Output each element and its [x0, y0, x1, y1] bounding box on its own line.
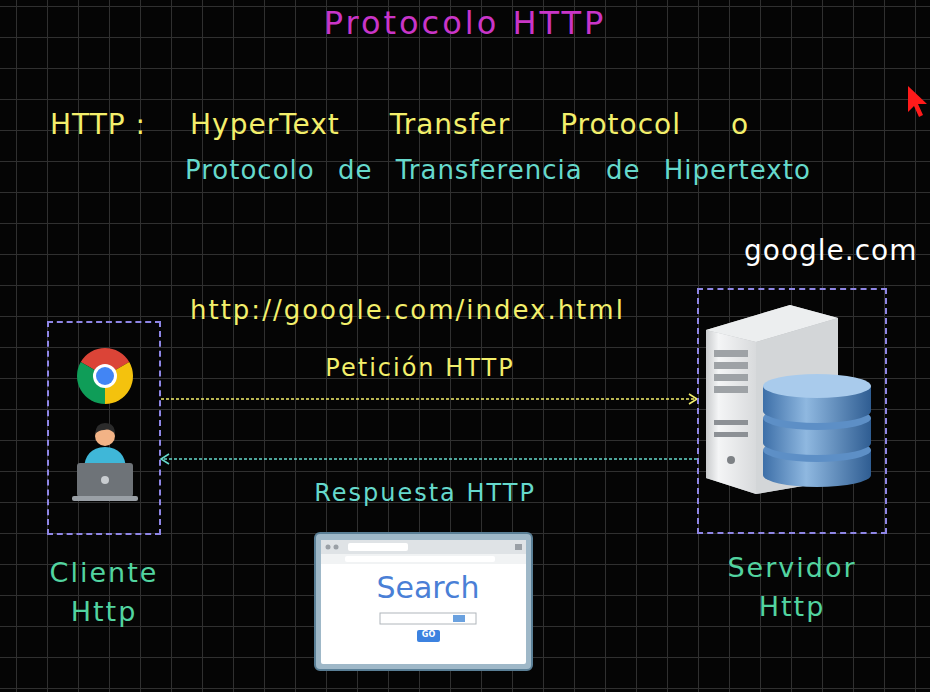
definition-term: HTTP :	[50, 110, 146, 141]
host-name: google.com	[744, 231, 918, 272]
browser-illustration	[315, 533, 532, 670]
go-button-text: GO	[422, 631, 435, 640]
server-illustration	[706, 305, 871, 494]
definition-text: HyperText Transfer Protocol o	[190, 110, 749, 141]
url-text: http://google.com/index.html	[190, 296, 625, 325]
title: Protocolo HTTP	[324, 4, 607, 42]
edge-label: Respuesta HTTP	[314, 479, 536, 508]
arrow-connector	[161, 398, 697, 400]
mouse-cursor	[908, 86, 927, 117]
edge-label: Petición HTTP	[325, 354, 514, 383]
dashed-box: google.comServidor Http	[697, 288, 887, 534]
user-icon	[72, 423, 138, 501]
chrome-icon	[77, 348, 133, 404]
server-label: Servidor Http	[697, 548, 887, 626]
arrow-connector	[161, 458, 697, 460]
dashed-box: Cliente Http	[47, 321, 161, 535]
client-label: Cliente Http	[29, 553, 179, 631]
definition-translation: Protocolo de Transferencia de Hipertexto	[185, 156, 811, 185]
search-logo: Search	[376, 571, 479, 604]
